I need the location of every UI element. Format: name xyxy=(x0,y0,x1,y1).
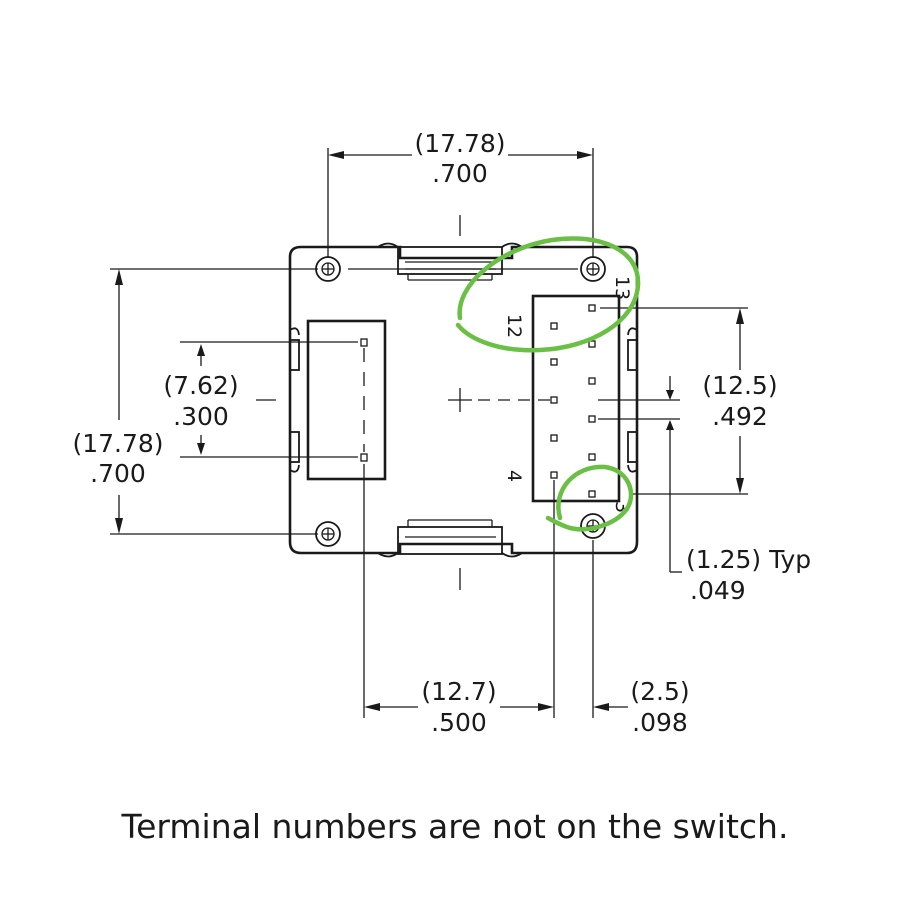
highlight-circle-bottom xyxy=(545,464,634,532)
pin-3 xyxy=(588,490,596,498)
dim-right-span-mm: (12.5) xyxy=(702,371,777,400)
dim-pin-pitch-mm: (1.25) Typ xyxy=(686,545,811,574)
pin-12 xyxy=(550,322,558,330)
dim-inner-pitch xyxy=(180,341,358,458)
center-mark xyxy=(256,215,552,590)
pin-13 xyxy=(588,304,596,312)
dim-left-height xyxy=(110,268,318,535)
dim-pin-offset-in: .098 xyxy=(632,708,688,737)
pin xyxy=(588,453,596,461)
right-side-clips xyxy=(627,327,638,473)
dim-pin-offset-mm: (2.5) xyxy=(630,677,689,706)
terminal-12-label: 12 xyxy=(503,314,525,338)
pin xyxy=(550,434,558,442)
mounting-hole-bottom-left xyxy=(315,521,341,547)
left-connector-block xyxy=(306,319,387,481)
dim-top-width-mm: (17.78) xyxy=(414,129,505,158)
pin xyxy=(588,415,596,423)
dim-pin-offset xyxy=(538,540,628,718)
mounting-hole-top-left xyxy=(315,256,341,282)
dim-left-height-in: .700 xyxy=(90,459,146,488)
dim-inner-pitch-mm: (7.62) xyxy=(163,371,238,400)
mounting-hole-top-right xyxy=(580,256,606,282)
pin-4 xyxy=(550,471,558,479)
bottom-latch xyxy=(377,519,523,558)
right-connector-block xyxy=(531,294,621,503)
dim-right-span-in: .492 xyxy=(712,402,768,431)
pin xyxy=(588,377,596,385)
left-side-clips xyxy=(289,327,300,473)
dim-right-span xyxy=(600,307,748,495)
terminal-4-label: 4 xyxy=(503,470,525,482)
dim-bottom-span-mm: (12.7) xyxy=(421,677,496,706)
dim-left-height-mm: (17.78) xyxy=(72,429,163,458)
dim-top-width-in: .700 xyxy=(432,159,488,188)
pin xyxy=(550,396,558,404)
caption: Terminal numbers are not on the switch. xyxy=(121,807,789,846)
pin xyxy=(550,358,558,366)
terminal-13-label: 13 xyxy=(611,276,633,300)
dim-pin-pitch xyxy=(598,376,682,573)
switch-body-outline xyxy=(288,245,639,555)
dim-inner-pitch-in: .300 xyxy=(173,402,229,431)
highlight-circle-top xyxy=(455,236,641,353)
dim-bottom-span-in: .500 xyxy=(431,708,487,737)
dim-pin-pitch-in: .049 xyxy=(690,576,746,605)
